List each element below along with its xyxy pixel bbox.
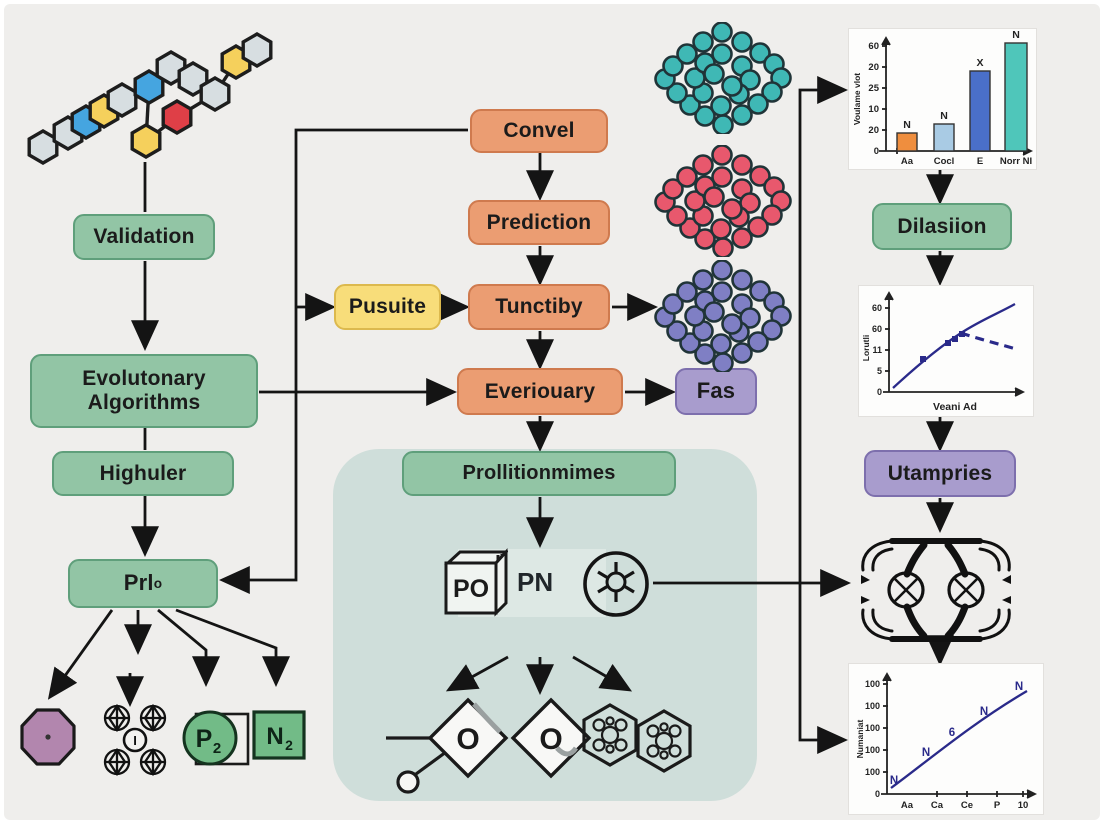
curve-ytick: 100 [865, 745, 880, 755]
line-ytick: 5 [877, 366, 882, 376]
node-prediction-label: Prediction [486, 210, 592, 234]
line-ytick: 60 [872, 303, 882, 313]
n2-subscript: 2 [285, 737, 293, 753]
p2-label: P [196, 725, 213, 753]
compass-center-label: I [133, 733, 137, 748]
bar-top-label: N [903, 119, 911, 131]
node-evolutionary-line1: Evolutonary [82, 367, 206, 391]
curve-xtick: Aa [901, 800, 914, 811]
curve-point-label: N [1015, 681, 1023, 693]
cluster-red-icon [654, 145, 792, 257]
node-evolutionary-algorithms: Evolutonary Algorithms [30, 354, 258, 428]
curve-ytick: 0 [875, 789, 880, 799]
n2-label: N [266, 723, 283, 750]
node-dilasiion: Dilasiion [872, 203, 1012, 250]
bar-top-label: X [976, 57, 983, 69]
octagon-icon [20, 708, 76, 766]
node-evolutionary-line2: Algorithms [87, 391, 201, 414]
node-highuler-label: Highuler [99, 461, 187, 485]
node-tunctiby-label: Tunctiby [495, 295, 583, 319]
bar-ytick: 20 [868, 125, 879, 136]
line-ytick: 0 [877, 387, 882, 397]
node-utampries-label: Utampries [887, 461, 993, 485]
cluster-purple-icon [654, 260, 792, 372]
node-validation-label: Validation [93, 225, 195, 249]
bar-chart-ylabel: Voulame vlot [852, 73, 862, 125]
curve-xtick: Ce [961, 800, 973, 811]
bar-xtick: Aa [901, 156, 914, 167]
node-everiouary: Everiouary [457, 368, 623, 415]
node-pusuite: Pusuite [334, 284, 441, 330]
bar-ytick: 60 [868, 41, 879, 52]
curve-ytick: 100 [865, 701, 880, 711]
curve-point-label: 6 [949, 727, 955, 739]
line-ytick: 11 [872, 345, 882, 355]
p2-subscript: 2 [213, 740, 221, 757]
diamond-o-molecule-icon: O O [386, 697, 592, 794]
n2-square-icon: N 2 [252, 710, 306, 760]
node-convel: Convel [470, 109, 608, 153]
bar-ytick: 10 [868, 104, 879, 115]
node-prlo-subscript: o [153, 575, 163, 591]
node-fas-label: Fas [696, 378, 736, 404]
curve-chart: 0 100 100 100 100 100 Numaniat N N 6 N N… [855, 672, 1038, 811]
node-convel-label: Convel [503, 119, 575, 143]
bar-xtick: E [977, 156, 983, 167]
curve-chart-panel: 0 100 100 100 100 100 Numaniat N N 6 N N… [848, 663, 1044, 815]
curve-point-label: N [922, 747, 930, 759]
node-fas: Fas [675, 368, 757, 415]
node-validation: Validation [73, 214, 215, 260]
po-label: PO [453, 575, 489, 603]
compass-cluster-icon: I [103, 704, 167, 776]
node-prollitionmimes-label: Prollitionmimes [462, 462, 616, 485]
diamond-o-right-label: O [539, 723, 562, 756]
node-utampries: Utampries [864, 450, 1016, 497]
curve-ytick: 100 [865, 767, 880, 777]
node-tunctiby: Tunctiby [468, 284, 610, 330]
bar-ytick: 0 [874, 146, 879, 157]
bar-top-label: N [1012, 29, 1020, 41]
node-prediction: Prediction [468, 200, 610, 245]
curve-chart-ylabel: Numaniat [855, 719, 865, 758]
node-highuler: Highuler [52, 451, 234, 496]
line-chart: 0 5 11 60 60 Lorutli Veani Ad [861, 291, 1026, 413]
hexagon-pair-molecule-icon [582, 703, 692, 773]
bar-ytick: 25 [868, 83, 879, 94]
bar-chart-panel: 0 20 10 25 20 60 Voulame vlot N N X N [848, 28, 1037, 170]
node-prlo-label: Prl [123, 570, 154, 596]
p2-circle-icon: P 2 [182, 710, 250, 766]
line-ytick: 60 [872, 324, 882, 334]
curve-ytick: 100 [865, 679, 880, 689]
node-dilasiion-label: Dilasiion [897, 214, 987, 238]
curve-xtick: 10 [1018, 800, 1029, 811]
bar-chart: 0 20 10 25 20 60 Voulame vlot N N X N [852, 29, 1034, 167]
curve-ytick: 100 [865, 723, 880, 733]
bar-xtick: Norr NI [1000, 156, 1032, 167]
curve-point-label: N [980, 706, 988, 718]
hexagon-molecule-icon [27, 32, 273, 165]
diamond-o-left-label: O [456, 723, 479, 756]
curve-xtick: P [994, 800, 1001, 811]
curve-xtick: Ca [931, 800, 944, 811]
node-pusuite-label: Pusuite [348, 295, 427, 319]
line-chart-panel: 0 5 11 60 60 Lorutli Veani Ad [858, 285, 1034, 417]
pn-label: PN [517, 567, 554, 597]
line-chart-xlabel: Veani Ad [933, 401, 977, 413]
line-chart-ylabel: Lorutli [861, 335, 871, 361]
curve-point-label: N [890, 775, 898, 787]
circuit-icon [861, 538, 1011, 642]
gear-circle-icon [583, 551, 649, 617]
po-box-icon: PO [444, 548, 508, 617]
bar-top-label: N [940, 110, 948, 122]
bar-xtick: Cocl [934, 156, 955, 167]
node-everiouary-label: Everiouary [484, 379, 596, 403]
bar-ytick: 20 [868, 62, 879, 73]
cluster-teal-icon [654, 22, 792, 134]
node-prollitionmimes: Prollitionmimes [402, 451, 676, 496]
